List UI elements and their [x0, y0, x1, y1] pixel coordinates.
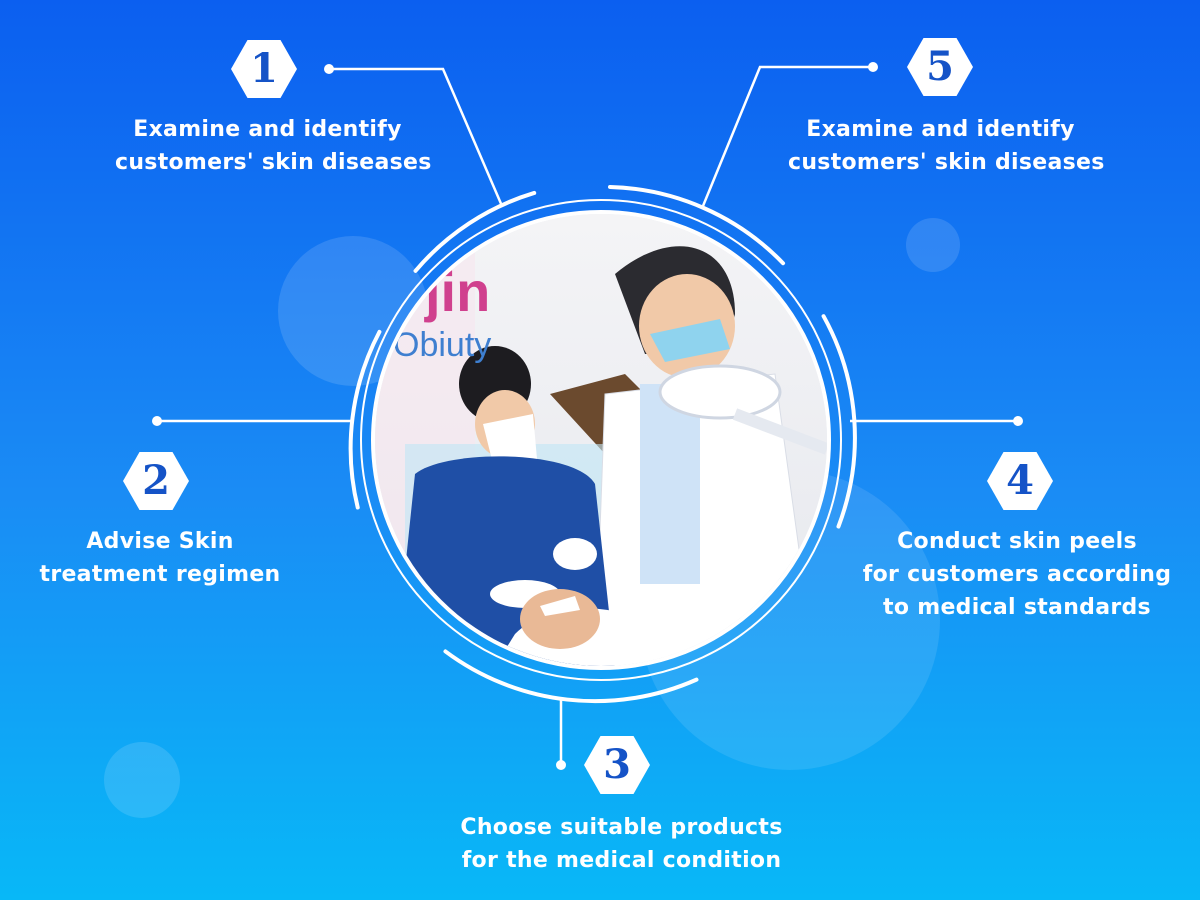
step-3-number: 3 — [603, 741, 631, 788]
connector-line-1 — [329, 67, 504, 207]
step-5-label: Examine and identify customers' skin dis… — [788, 117, 1105, 175]
outer-ring-arc — [443, 649, 699, 704]
step-2-label: Advise Skin treatment regimen — [39, 529, 281, 587]
inner-ring — [360, 199, 842, 681]
clinic-logo-text: jin — [425, 260, 491, 323]
step-4-number: 4 — [1006, 457, 1034, 504]
decorative-bubble — [104, 742, 180, 818]
decorative-bubble — [906, 218, 960, 272]
clinic-logo-subtext: Obiuty — [393, 326, 492, 364]
connector-dot — [324, 64, 334, 74]
outer-ring-arc — [348, 329, 382, 510]
center-photo: jin Obiuty — [371, 210, 831, 670]
step-4-label: Conduct skin peels for customers accordi… — [862, 529, 1172, 620]
connector-line-5 — [701, 65, 873, 207]
step-2-number: 2 — [142, 457, 170, 504]
step-1-number: 1 — [250, 45, 278, 92]
step-3-label: Choose suitable products for the medical… — [460, 815, 783, 873]
step-5-number: 5 — [926, 43, 954, 90]
connector-dot — [868, 62, 878, 72]
connector-dot — [556, 760, 566, 770]
outer-ring-arc — [821, 314, 857, 529]
connector-dot — [152, 416, 162, 426]
connector-dot — [1013, 416, 1023, 426]
treatment-scene-illustration — [375, 214, 827, 666]
step-3-badge: 3 — [584, 736, 650, 794]
step-1-label: Examine and identify customers' skin dis… — [115, 117, 432, 175]
